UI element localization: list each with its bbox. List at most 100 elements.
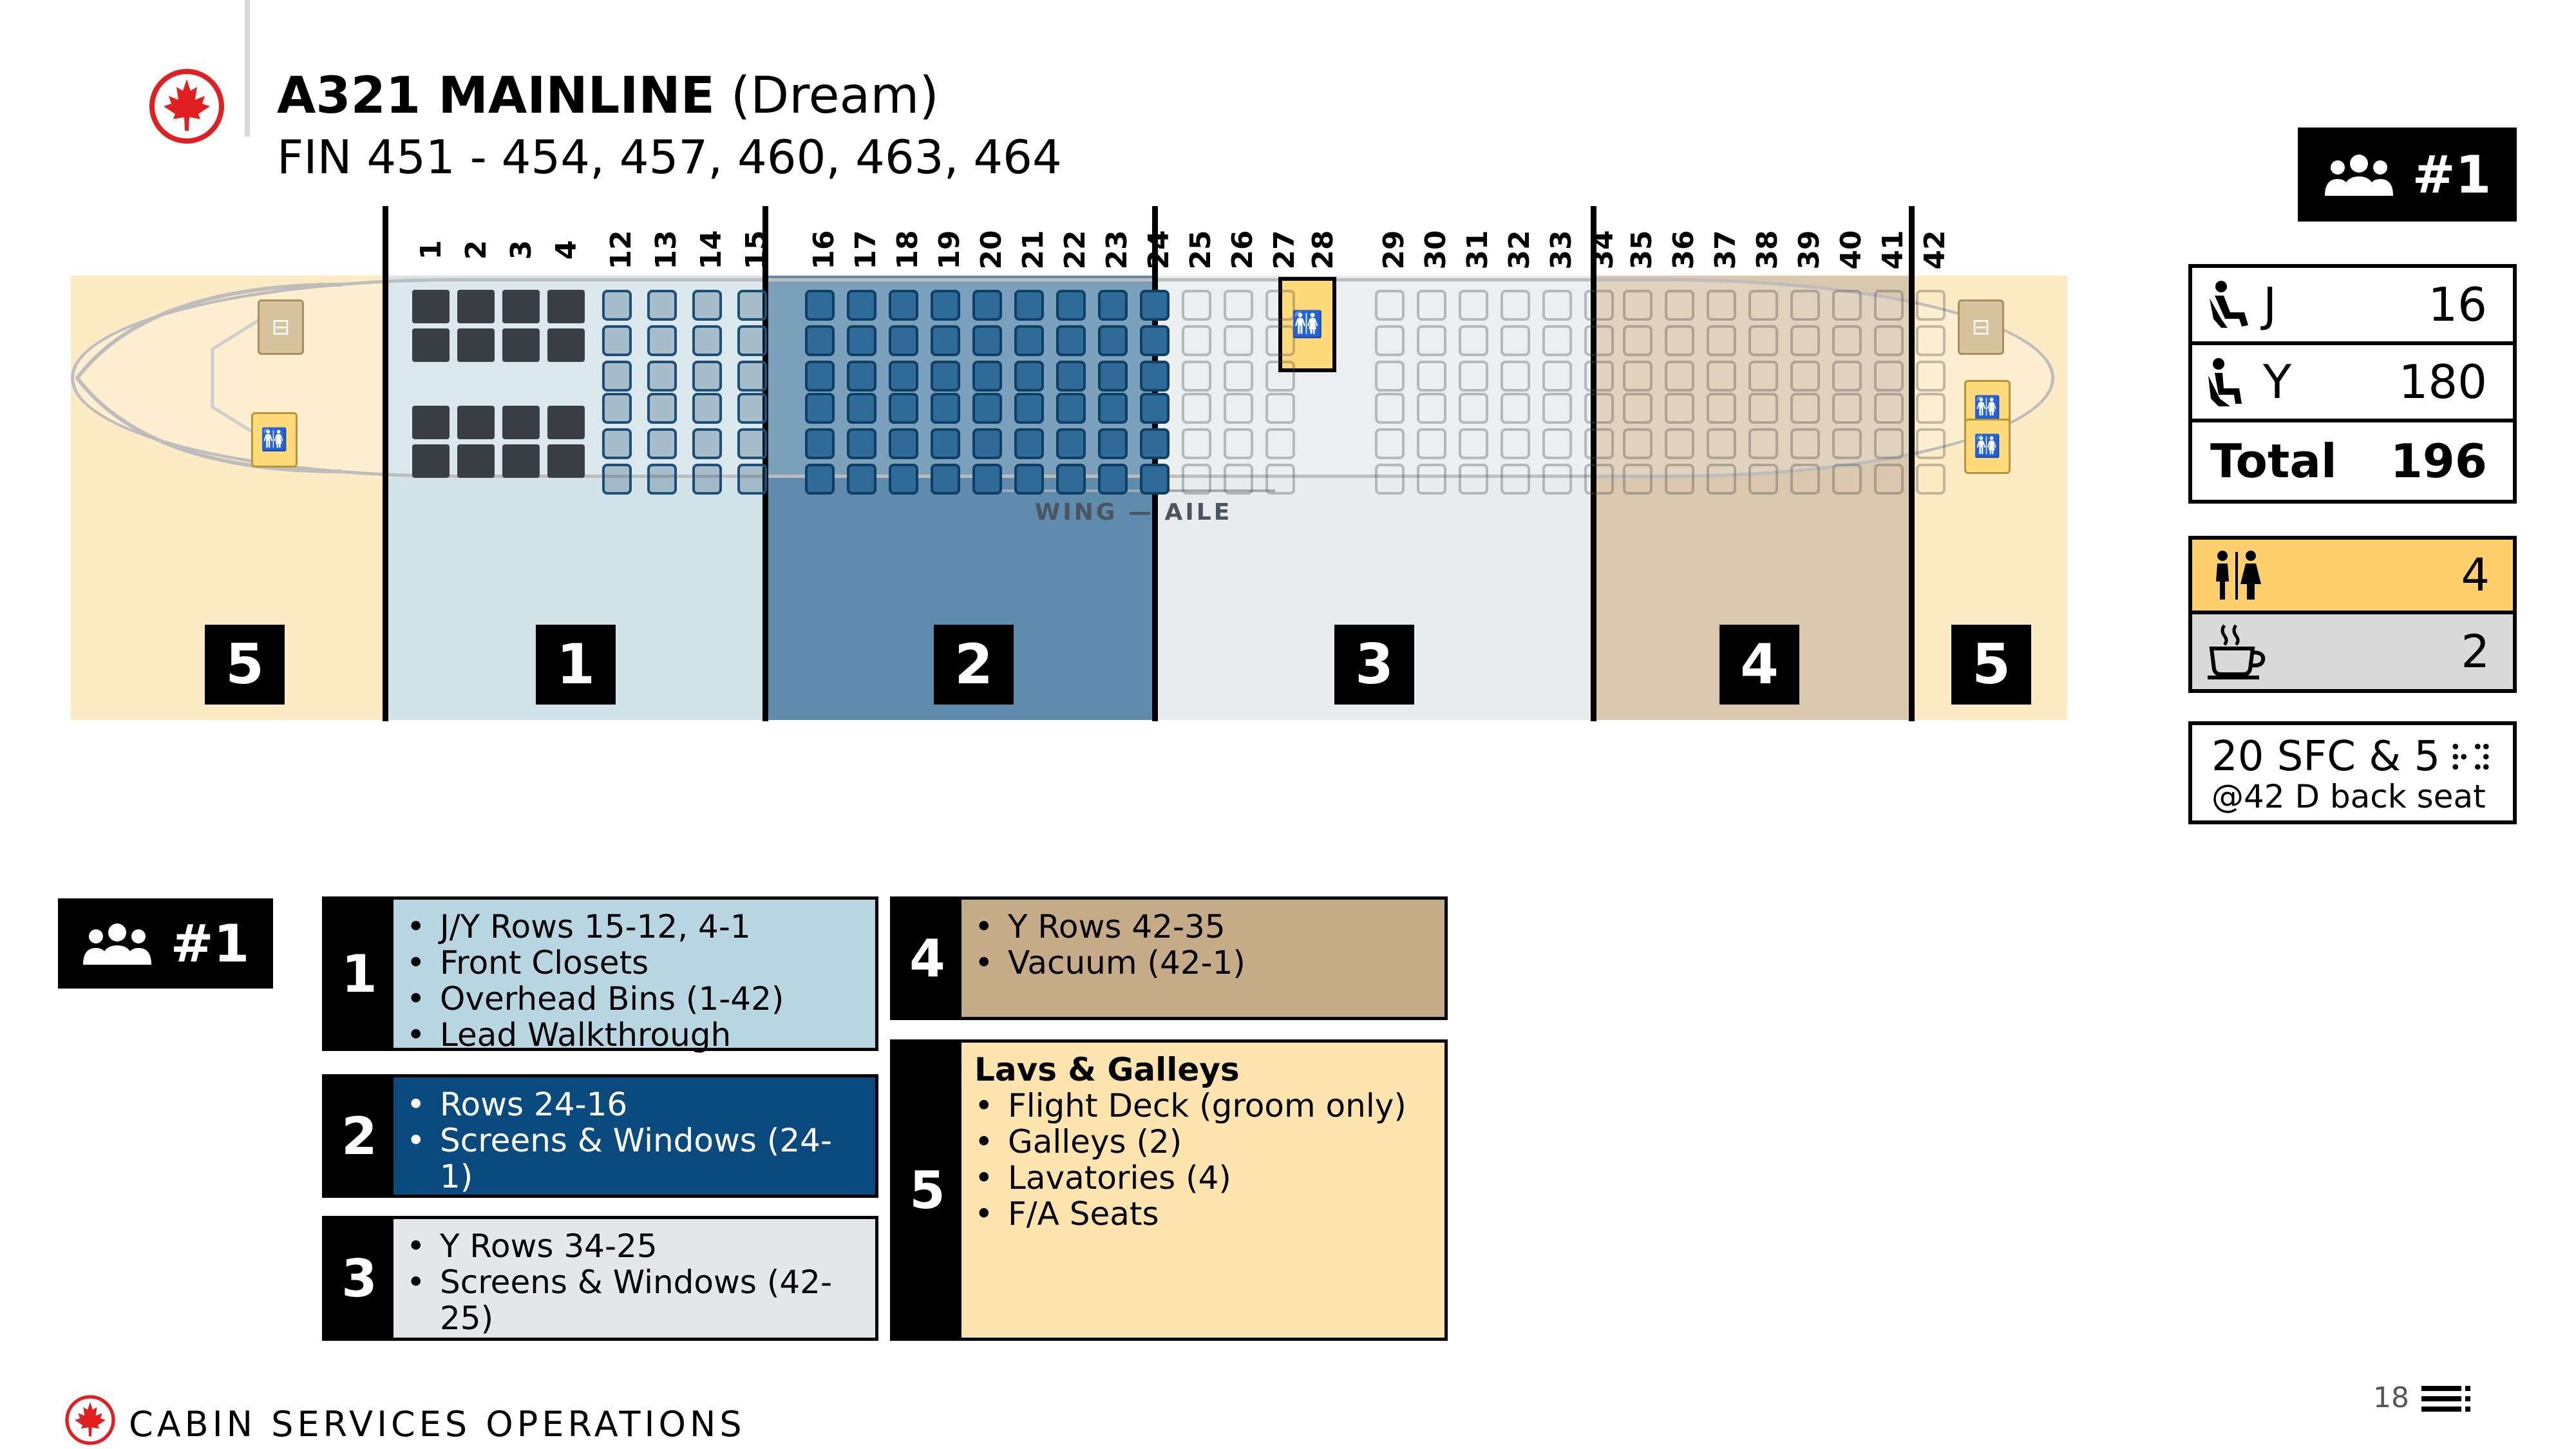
seat [457, 328, 495, 362]
seat [1501, 361, 1530, 392]
row-number: 31 [1461, 230, 1494, 270]
seat [1501, 290, 1530, 321]
seat [737, 325, 767, 356]
zone-divider [383, 206, 388, 721]
seat [1056, 464, 1086, 495]
braille-icon [2452, 744, 2489, 770]
row-number: 37 [1709, 230, 1742, 270]
seat [1265, 393, 1295, 424]
seat [1584, 428, 1614, 459]
footer-org: CABIN SERVICES OPERATIONS [129, 1404, 746, 1444]
zone-divider [762, 206, 768, 721]
seat [1790, 290, 1820, 321]
row-number: 17 [849, 230, 882, 270]
seat [972, 428, 1002, 459]
task-number: 4 [893, 900, 961, 1017]
seat [1224, 290, 1253, 321]
seat [931, 325, 960, 356]
seat [1375, 464, 1405, 495]
seat [1056, 325, 1086, 356]
seat [737, 361, 767, 392]
zone-label-5-rear: 5 [1951, 625, 2031, 705]
seat [1417, 464, 1446, 495]
seat [1056, 361, 1086, 392]
class-y-count: 180 [2398, 355, 2487, 409]
seat [1014, 325, 1044, 356]
seat [805, 464, 835, 495]
team-label: #1 [2412, 144, 2492, 205]
seat [1584, 290, 1614, 321]
seat [1916, 361, 1946, 392]
sfc-count: 20 SFC & 5 [2211, 733, 2441, 781]
seat [602, 361, 632, 392]
seat [457, 444, 495, 478]
row-number: 13 [650, 230, 683, 270]
seat [1542, 428, 1572, 459]
seat [1665, 325, 1694, 356]
group-icon [2324, 155, 2393, 196]
seat [1584, 361, 1614, 392]
task-item: Galleys (2) [974, 1124, 1432, 1160]
task-item: Lavatories (4) [974, 1160, 1432, 1196]
task-item: Overhead Bins (1-42) [406, 981, 862, 1017]
seat [805, 325, 835, 356]
task-item: F/A Seats [974, 1196, 1432, 1232]
seat [412, 290, 450, 323]
task-item: Screens & Windows (24-1) [406, 1122, 862, 1195]
seat [502, 444, 540, 478]
galley-count: 2 [2461, 625, 2490, 678]
row-number: 29 [1378, 230, 1410, 270]
seat [847, 464, 876, 495]
seat [1874, 290, 1904, 321]
seat [1707, 428, 1736, 459]
row-number: 12 [605, 230, 638, 270]
row-number: 3 [505, 240, 538, 260]
seat [847, 428, 876, 459]
task-card-zone-3: 3 Y Rows 34-25 Screens & Windows (42-25) [322, 1216, 878, 1341]
row-number: 40 [1835, 230, 1868, 270]
task-item: Front Closets [406, 945, 862, 981]
seat-count-table: J 16 Y 180 Total 196 [2188, 264, 2517, 504]
seat [1748, 325, 1778, 356]
seat [972, 361, 1002, 392]
seat [1832, 464, 1862, 495]
galley-count-row: 2 [2192, 614, 2513, 689]
seat [412, 328, 450, 362]
seat [847, 393, 876, 424]
seat [1224, 393, 1253, 424]
task-number: 1 [325, 900, 393, 1048]
seat [1707, 361, 1736, 392]
row-number: 42 [1918, 230, 1951, 270]
seat [1623, 361, 1653, 392]
seat [1707, 290, 1736, 321]
task-number: 2 [325, 1077, 393, 1195]
seat [1375, 393, 1405, 424]
lavatory-icon: 🚻 [1964, 419, 2011, 474]
seat [692, 361, 722, 392]
seat [889, 428, 918, 459]
seat [602, 393, 632, 424]
row-number: 26 [1226, 230, 1259, 270]
row-number: 24 [1142, 230, 1175, 270]
task-card-zone-5: 5 Lavs & Galleys Flight Deck (groom only… [890, 1039, 1448, 1341]
seat [1748, 290, 1778, 321]
seat [805, 428, 835, 459]
seat [1056, 393, 1086, 424]
seat [1375, 428, 1405, 459]
seat [1790, 361, 1820, 392]
seat [1417, 428, 1446, 459]
row-number: 28 [1307, 230, 1340, 270]
row-number: 35 [1625, 230, 1658, 270]
seat [1916, 464, 1946, 495]
seat [1832, 361, 1862, 392]
seat [1501, 325, 1530, 356]
seat [647, 464, 677, 495]
seat [889, 464, 918, 495]
seat [1707, 464, 1736, 495]
row-number: 25 [1184, 230, 1217, 270]
seat [412, 444, 450, 478]
menu-icon[interactable] [2421, 1383, 2473, 1416]
zone-divider [1909, 206, 1915, 721]
seat [1098, 428, 1128, 459]
seat [1623, 393, 1653, 424]
